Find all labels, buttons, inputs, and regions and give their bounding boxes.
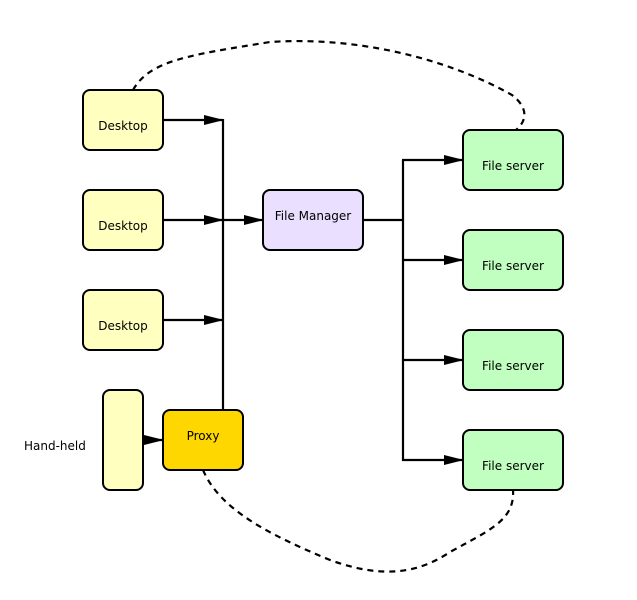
- proxy-node-label: Proxy: [187, 429, 220, 443]
- proxy-node: Proxy: [162, 409, 244, 471]
- desktop-node-1-label: Desktop: [98, 119, 148, 133]
- file-server-node-4-label: File server: [482, 459, 544, 473]
- file-manager-node: File Manager: [262, 189, 364, 251]
- desktop-node-2: Desktop: [82, 189, 164, 251]
- desktop-node-2-label: Desktop: [98, 219, 148, 233]
- desktop-node-3: Desktop: [82, 289, 164, 351]
- file-server-node-4: File server: [462, 429, 564, 491]
- file-manager-node-label: File Manager: [275, 209, 352, 223]
- dashed-link-desktop-to-file-server: [132, 40, 526, 131]
- file-server-node-1-label: File server: [482, 159, 544, 173]
- file-server-node-1: File server: [462, 129, 564, 191]
- handheld-label: Hand-held: [24, 439, 86, 453]
- desktop-node-1: Desktop: [82, 89, 164, 151]
- file-server-node-3: File server: [462, 329, 564, 391]
- file-server-node-2-label: File server: [482, 259, 544, 273]
- file-server-node-2: File server: [462, 229, 564, 291]
- desktop-node-3-label: Desktop: [98, 319, 148, 333]
- handheld-node: [102, 389, 144, 491]
- dashed-link-proxy-to-file-server: [201, 469, 515, 573]
- file-server-node-3-label: File server: [482, 359, 544, 373]
